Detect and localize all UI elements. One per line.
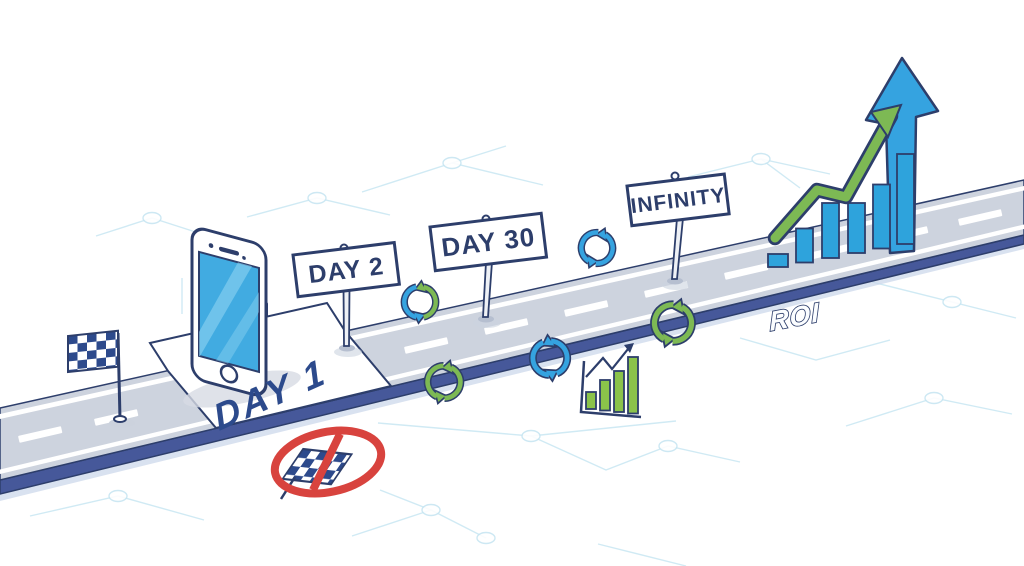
smartphone [183, 227, 301, 408]
roi-bar-chart-icon [767, 153, 915, 268]
sign-infinity: INFINITY [625, 171, 731, 290]
screen-glare [199, 262, 259, 364]
sign-board [428, 211, 549, 273]
phone-screen [198, 250, 260, 374]
no-finish-line-icon [270, 426, 386, 500]
roi-growth-group: ROI [767, 56, 940, 338]
sign-post [342, 287, 351, 347]
sign-day30: DAY 30 [428, 211, 549, 328]
refresh-cycle-icon-blue-green [404, 281, 435, 324]
sign-day2: DAY 2 [291, 240, 402, 357]
checkered-flag-icon [67, 329, 119, 374]
prohibition-slash [309, 432, 344, 492]
road-side-edge [0, 234, 1024, 495]
growth-chart-icon [579, 343, 642, 419]
phone-camera [208, 243, 214, 248]
phone-speaker [219, 246, 239, 256]
phone-side-button [264, 301, 268, 318]
phone-home-button [219, 364, 239, 384]
road-ground-shadow [0, 244, 1024, 501]
background-circuit-pattern [29, 145, 1017, 566]
growth-arrow-green-icon [770, 111, 896, 243]
chart-axes [579, 360, 642, 419]
start-flag [67, 329, 135, 428]
sign-board [625, 172, 731, 228]
refresh-cycle-icon-blue [575, 223, 618, 273]
growth-arrow-green-head [869, 103, 903, 140]
prohibition-circle [270, 426, 386, 498]
sign-board [291, 240, 402, 299]
chart-bars [585, 356, 639, 415]
chart-trend-arrow [585, 348, 629, 378]
